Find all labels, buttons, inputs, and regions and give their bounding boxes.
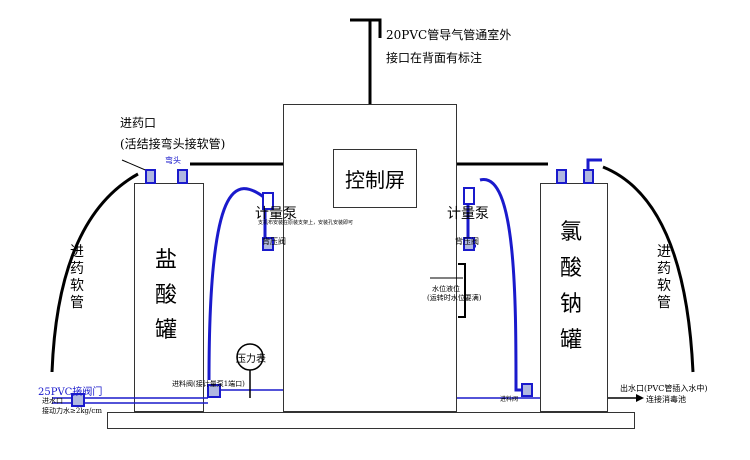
outlet-line1: 出水口(PVC管插入水中) (620, 384, 708, 393)
left-hose-label: 进药软管 (70, 244, 84, 311)
vent-note-line2: 接口在背面有标注 (386, 51, 483, 65)
left-tank (134, 183, 204, 412)
left-inlet-fitting (145, 169, 156, 184)
right-inlet-fitting (583, 169, 594, 184)
inlet-valve-label: 进料阀(接计量泵1端口) (172, 380, 245, 388)
right-tank-label: 氯酸钠罐 (560, 220, 583, 353)
level-gauge-label2: (运转时水位要满) (427, 294, 482, 302)
left-pump-label: 计量泵 (255, 206, 297, 222)
pressure-gauge-label: 压力表 (236, 354, 266, 365)
right-inlet-valve (521, 383, 533, 397)
right-inlet-small: 进料阀 (500, 396, 519, 403)
right-backpressure-valve (463, 237, 475, 251)
right-arc-hose (602, 165, 695, 373)
inlet-note-line1: 进药口 (120, 116, 157, 130)
water-inlet-valve (71, 393, 85, 407)
level-gauge-label1: 水位液位 (432, 285, 460, 293)
right-pump-label: 计量泵 (447, 206, 489, 222)
vent-note-line1: 20PVC管导气管通室外 (386, 28, 512, 42)
control-screen-label: 控制屏 (345, 168, 405, 192)
outlet-arrow-head (636, 394, 644, 402)
inlet-valve (207, 384, 221, 398)
left-pump-body (262, 192, 274, 210)
water-inlet-line1: 进水口 (42, 397, 63, 405)
left-tank-label: 盐酸罐 (155, 248, 178, 343)
base-platform (107, 412, 635, 429)
left-pump-note: 支机布安装在原装支架上，安装孔安装即可 (258, 220, 354, 226)
control-screen[interactable]: 控制屏 (333, 149, 417, 208)
elbow-label: 弯头 (165, 156, 181, 165)
water-inlet-pvc: 25PVC接阀门 (38, 387, 103, 398)
right-tank (540, 183, 608, 412)
vent-pipe (350, 18, 382, 104)
right-pump-fitting (556, 169, 567, 184)
right-hose-label: 进药软管 (657, 244, 671, 311)
water-inlet-line2: 接动力水≥2kg/cm (42, 407, 102, 415)
right-backpressure-label: 背压阀 (455, 237, 479, 246)
left-arc-hose (50, 172, 139, 373)
right-pump-body (463, 187, 475, 205)
outlet-line2: 连接消毒池 (646, 395, 686, 404)
right-elbow-pipe (586, 158, 602, 170)
left-pump-fitting (177, 169, 188, 184)
level-gauge-bracket (458, 263, 466, 318)
left-backpressure-label: 背压阀 (262, 237, 286, 246)
pressure-gauge (236, 343, 264, 371)
inlet-note-line2: (活结接弯头接软管) (120, 137, 226, 151)
left-backpressure-valve (262, 237, 274, 251)
